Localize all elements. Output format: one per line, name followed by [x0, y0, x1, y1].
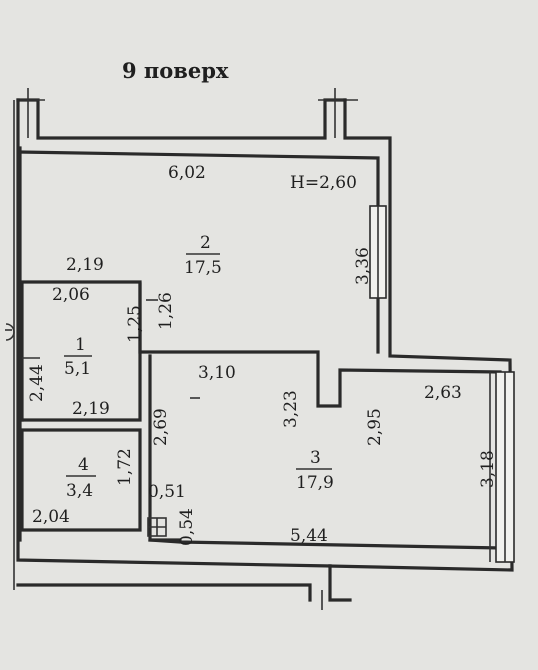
dimension-label: 2,63	[424, 383, 462, 403]
room-area: 17,5	[184, 258, 222, 278]
floor-title: 9 поверх	[122, 58, 229, 83]
windows	[369, 205, 515, 563]
room-3-label: 3 17,9	[296, 448, 334, 493]
room-number: 3	[310, 448, 321, 468]
structural-grid	[5, 100, 15, 590]
ventilation-shaft-icon	[147, 517, 167, 537]
dimension-label: 0,51	[148, 482, 186, 502]
room-number: 4	[78, 455, 89, 475]
dimension-label: 1,26	[156, 292, 176, 330]
dimension-label: 2,95	[365, 408, 385, 446]
top-column-stubs	[16, 88, 358, 140]
dimension-label: 2,19	[66, 255, 104, 275]
bottom-column-stub	[16, 564, 352, 610]
dimension-label: 3,18	[478, 450, 498, 488]
dimension-label: 1,72	[115, 448, 135, 486]
dimension-label: 3,10	[198, 363, 236, 383]
room-1-label: 1 5,1	[64, 335, 92, 379]
dimension-label: 2,44	[27, 364, 47, 402]
ceiling-height-label: H=2,60	[290, 173, 357, 193]
dimension-label: 3,36	[353, 247, 373, 285]
room-2-label: 2 17,5	[184, 233, 222, 278]
dimension-label: 1,25	[125, 305, 145, 343]
dimension-label: 2,19	[72, 399, 110, 419]
room-area: 5,1	[64, 359, 91, 379]
room-number: 1	[75, 335, 86, 355]
dimension-label: 0,54	[177, 508, 197, 546]
room-area: 3,4	[66, 481, 93, 501]
dimension-label: 2,69	[151, 408, 171, 446]
dimension-labels: 6,02 2,19 2,06 3,10 2,63 2,19 2,04 0,51 …	[27, 163, 498, 546]
interior-walls	[20, 280, 502, 550]
dimension-label: 2,04	[32, 507, 70, 527]
dimension-label: 5,44	[290, 526, 328, 546]
dimension-label: 3,23	[281, 390, 301, 428]
room-area: 17,9	[296, 473, 334, 493]
room-number: 2	[200, 233, 211, 253]
dimension-label: 6,02	[168, 163, 206, 183]
room-4-label: 4 3,4	[66, 455, 96, 501]
dimension-label: 2,06	[52, 285, 90, 305]
dimension-ticks	[22, 299, 200, 399]
